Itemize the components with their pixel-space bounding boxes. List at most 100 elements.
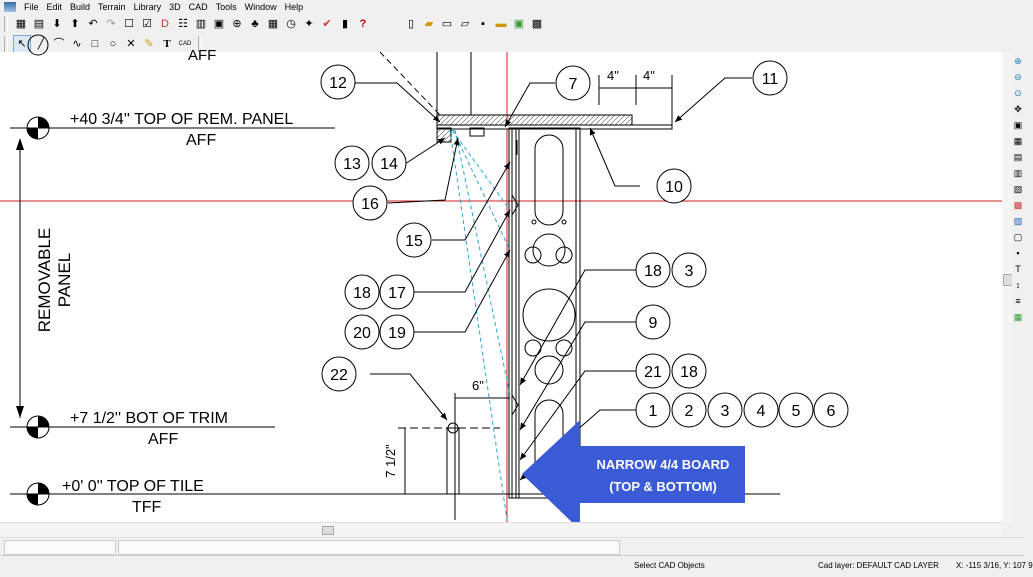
cad-layer-icon[interactable]: CAD (178, 41, 192, 47)
checkbox-icon[interactable]: ☑ (142, 18, 152, 30)
camera-view-icon[interactable]: ▪ (1016, 248, 1020, 258)
menu-library[interactable]: Library (133, 2, 162, 12)
clock-icon[interactable]: ◷ (286, 18, 296, 30)
window-zoom-icon[interactable]: ▣ (1013, 119, 1023, 130)
walk-icon[interactable]: ✦ (304, 18, 314, 30)
section-icon[interactable]: ▢ (1013, 231, 1023, 242)
rectangle-icon[interactable]: □ (91, 38, 99, 50)
grid-icon[interactable]: ▦ (267, 18, 279, 30)
svg-text:14: 14 (380, 156, 398, 173)
horizontal-scrollbar[interactable] (0, 522, 1002, 537)
panel-label: PANEL (55, 253, 74, 308)
svg-text:18: 18 (680, 364, 698, 381)
app-icon[interactable] (4, 2, 16, 12)
grid-view-icon[interactable]: ▦ (1013, 135, 1023, 146)
pan-icon[interactable]: ✥ (1014, 103, 1022, 114)
dim-6: 6" (472, 378, 484, 393)
arrow-down-icon[interactable]: ⬇ (52, 18, 62, 30)
callout-17: 17 (379, 274, 415, 310)
callout-15: 15 (396, 222, 432, 258)
text-icon[interactable]: T (163, 38, 171, 50)
callout-16: 16 (352, 185, 388, 221)
tab-cell[interactable] (4, 540, 116, 555)
status-bar: Select CAD Objects Cad layer: DEFAULT CA… (0, 555, 1033, 577)
menu-window[interactable]: Window (244, 2, 277, 12)
leader-lines (355, 77, 752, 481)
save-as-icon[interactable]: ▱ (460, 18, 470, 30)
zoom-in-icon[interactable]: ⊕ (1014, 55, 1022, 66)
horizontal-scroll-thumb[interactable] (322, 526, 334, 535)
menu-3d[interactable]: 3D (169, 2, 181, 12)
fill-icon[interactable]: ▥ (1013, 167, 1023, 178)
menu-cad[interactable]: CAD (188, 2, 208, 12)
layers-icon[interactable]: ▥ (195, 18, 207, 30)
save-icon[interactable]: ▭ (441, 18, 453, 30)
main-toolbar: ▦ ▤ ⬇ ⬆ ↶ ↷ ☐ ☑ D ☷ ▥ ▣ ⊕ ♣ ▦ ◷ ✦ ✔ ▮ ? … (0, 14, 1024, 35)
arrow-up-icon[interactable]: ⬆ (70, 18, 80, 30)
zoom-out-icon[interactable]: ⊖ (1014, 71, 1022, 82)
check-icon[interactable]: ✔ (322, 18, 332, 30)
camera-icon[interactable]: ▣ (213, 18, 225, 30)
save-all-icon[interactable]: ▪ (481, 18, 485, 30)
list-icon[interactable]: ☷ (178, 18, 188, 30)
zoom-fit-icon[interactable]: ⊙ (1014, 87, 1022, 98)
view-icon[interactable]: ▧ (1013, 183, 1023, 194)
new-doc-icon[interactable]: ▯ (407, 18, 415, 30)
elev2-label: +7 1/2'' BOT OF TRIM (70, 410, 228, 427)
dimension-icon[interactable]: D (161, 18, 169, 30)
zoom-icon[interactable]: ⊕ (232, 18, 242, 30)
print-icon[interactable]: ▤ (33, 18, 45, 30)
elevation-marker-2 (10, 415, 275, 439)
plan-icon[interactable]: ▩ (1013, 199, 1023, 210)
x-icon[interactable]: ✕ (126, 38, 136, 50)
callout-18a: 18 (344, 274, 380, 310)
text-tool-icon[interactable]: T (1015, 264, 1021, 274)
status-message: Select CAD Objects (634, 561, 705, 570)
annotation-arrow (522, 420, 745, 530)
open-folder-icon[interactable]: ▦ (15, 18, 27, 30)
export-icon[interactable]: ▣ (513, 18, 525, 30)
menu-terrain[interactable]: Terrain (98, 2, 126, 12)
callout-10: 10 (656, 168, 692, 204)
callout-18c: 18 (671, 353, 707, 389)
elevation-marker-top (27, 34, 49, 56)
menu-tools[interactable]: Tools (215, 2, 237, 12)
arc-icon[interactable]: ⌒ (53, 38, 65, 50)
menu-build[interactable]: Build (70, 2, 91, 12)
redo-icon[interactable]: ↷ (106, 18, 116, 30)
folder-icon[interactable]: ▬ (495, 18, 507, 30)
svg-text:4: 4 (757, 403, 766, 420)
elev1-label: +40 3/4'' TOP OF REM. PANEL (70, 111, 293, 128)
menu-help[interactable]: Help (284, 2, 304, 12)
callout-4: 4 (743, 392, 779, 428)
select-icon[interactable]: ☐ (124, 18, 134, 30)
svg-text:10: 10 (665, 179, 683, 196)
menu-file[interactable]: File (24, 2, 39, 12)
line-icon[interactable]: ╱ (37, 38, 45, 50)
tree-icon[interactable]: ♣ (251, 18, 259, 30)
callout-7: 7 (555, 65, 591, 101)
bookmark-icon[interactable]: ▮ (341, 18, 349, 30)
drawing-canvas[interactable]: AFF +40 3/4'' TOP OF REM. PANEL AFF REMO… (0, 34, 1002, 530)
import-icon[interactable]: ▩ (531, 18, 543, 30)
menu-edit[interactable]: Edit (46, 2, 63, 12)
circle-icon[interactable]: ○ (109, 38, 117, 50)
toolbar-separator (198, 36, 202, 52)
spline-icon[interactable]: ∿ (72, 38, 82, 50)
callout-6: 6 (813, 392, 849, 428)
pencil-icon[interactable]: ✎ (144, 38, 154, 50)
callout-2: 2 (671, 392, 707, 428)
wall-icon[interactable]: ≡ (1015, 296, 1021, 306)
elevation-marker-1 (10, 116, 335, 140)
layer-icon[interactable]: ▤ (1013, 151, 1023, 162)
elevation-icon[interactable]: ▨ (1013, 215, 1023, 226)
help-icon[interactable]: ? (359, 18, 367, 30)
callout-12: 12 (320, 64, 356, 100)
dimension-tool-icon[interactable]: ↕ (1015, 280, 1021, 290)
open-icon[interactable]: ▰ (424, 18, 434, 30)
vertical-scrollbar[interactable] (1002, 52, 1013, 522)
undo-icon[interactable]: ↶ (88, 18, 98, 30)
callout-19: 19 (379, 314, 415, 350)
dim-4b: 4" (643, 68, 655, 83)
grid-icon[interactable]: ▦ (1013, 311, 1023, 322)
